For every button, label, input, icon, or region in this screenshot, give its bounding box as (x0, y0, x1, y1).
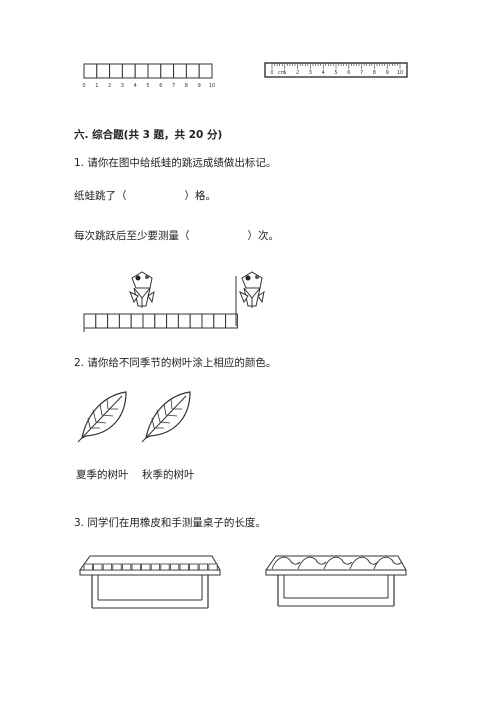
q1-blank2-before: 每次跳跃后至少要测量（ (74, 230, 190, 242)
ruler-tick-label: 7 (360, 70, 363, 76)
jump-grid-cell[interactable] (107, 313, 120, 329)
table-hand-figure (265, 555, 407, 607)
jump-grid-cell[interactable] (213, 313, 227, 329)
ruler-tick-label: 2 (296, 70, 299, 76)
ruler-tick-label: 3 (309, 70, 312, 76)
table-eraser-figure (79, 555, 221, 609)
section-heading: 六. 综合题(共 3 题，共 20 分) (74, 129, 223, 141)
eraser-icon (150, 563, 160, 571)
grid-cell (83, 63, 98, 79)
ruler-tick-label: 6 (347, 70, 350, 76)
eraser-icon (141, 563, 151, 571)
ruler-tick-label: 1 (283, 70, 286, 76)
question-3-text: 3. 同学们在用橡皮和手测量桌子的长度。 (74, 517, 266, 529)
grid-tick-label: 6 (159, 83, 162, 89)
question-1-text: 1. 请你在图中给纸蛙的跳远成绩做出标记。 (74, 157, 277, 169)
ruler: 0 1 2 3 4 5 6 7 8 9 10 cm (264, 62, 408, 78)
ruler-unit-label: cm (278, 70, 286, 76)
jump-grid-cell[interactable] (177, 313, 191, 329)
grid-cell (160, 63, 175, 79)
grid-tick-label: 3 (121, 83, 124, 89)
frog-jump-figure (83, 271, 265, 332)
autumn-leaf-label: 秋季的树叶 (142, 469, 195, 481)
grid-tick-label: 10 (209, 83, 215, 89)
grid-tick-label: 0 (82, 83, 85, 89)
grid-tick-label: 2 (108, 83, 111, 89)
summer-leaf-label: 夏季的树叶 (76, 469, 129, 481)
paper-frog-start-icon (129, 271, 155, 308)
eraser-icon (102, 563, 113, 571)
jump-grid-cell[interactable] (166, 313, 179, 329)
grid-cell (198, 63, 213, 79)
q1-blank2-after: ）次。 (247, 230, 280, 242)
jump-grid-cell[interactable] (154, 313, 168, 329)
grid-tick-label: 5 (146, 83, 149, 89)
grid-tick-label: 7 (172, 83, 175, 89)
ruler-tick-label: 4 (322, 70, 325, 76)
grid-cell (109, 63, 123, 79)
ruler-tick-label: 5 (334, 70, 337, 76)
question-2-text: 2. 请你给不同季节的树叶涂上相应的颜色。 (74, 357, 277, 369)
eraser-icon (112, 563, 122, 571)
grid-cell (121, 63, 136, 79)
grid-cell (147, 63, 162, 79)
ruler-tick-label: 8 (373, 70, 376, 76)
hand-span-icon (271, 556, 403, 570)
ruler-tick-label: 0 (270, 70, 273, 76)
paper-frog-end-icon (239, 271, 265, 308)
grid-tick-label: 1 (95, 83, 98, 89)
eraser-icon (131, 563, 141, 571)
grid-cell (96, 63, 111, 79)
q1-blank1-after: ）格。 (184, 190, 217, 202)
autumn-leaf-icon[interactable] (140, 388, 196, 444)
grid-tick-label: 9 (198, 83, 201, 89)
eraser-icon (208, 563, 218, 571)
jump-grid-cell[interactable] (118, 313, 132, 329)
grid-cell (134, 63, 149, 79)
q1-blank1-before: 纸蛙跳了（ (74, 190, 127, 202)
eraser-row (83, 563, 218, 571)
ruler-tick-label: 10 (397, 70, 403, 76)
eraser-icon (189, 563, 199, 571)
eraser-icon (160, 563, 170, 571)
eraser-icon (122, 563, 132, 571)
jump-grid-cell[interactable] (95, 313, 109, 329)
jump-grid-cell[interactable] (201, 313, 215, 329)
jump-grid-cell[interactable] (83, 313, 97, 329)
eraser-icon (170, 563, 180, 571)
jump-grid-cell[interactable] (130, 313, 144, 329)
eraser-icon (93, 563, 103, 571)
eraser-icon (198, 563, 208, 571)
summer-leaf-icon[interactable] (76, 388, 132, 444)
eraser-icon (83, 563, 93, 571)
grid-cell (185, 63, 200, 79)
jump-grid-cell[interactable] (142, 313, 156, 329)
grid-cell (173, 63, 187, 79)
eraser-icon (179, 563, 189, 571)
q1-blank2-line: 每次跳跃后至少要测量（ ）次。 (74, 229, 279, 243)
top-grid-strip: 0 1 2 3 4 5 6 7 8 9 10 (82, 63, 215, 89)
jump-grid-cell[interactable] (225, 313, 238, 329)
ruler-tick-label: 9 (386, 70, 389, 76)
grid-tick-label: 4 (134, 83, 137, 89)
jump-grid-cell[interactable] (189, 313, 203, 329)
jump-grid (83, 313, 238, 329)
grid-tick-label: 8 (185, 83, 188, 89)
q1-blank1-line: 纸蛙跳了（ ）格。 (74, 189, 216, 203)
